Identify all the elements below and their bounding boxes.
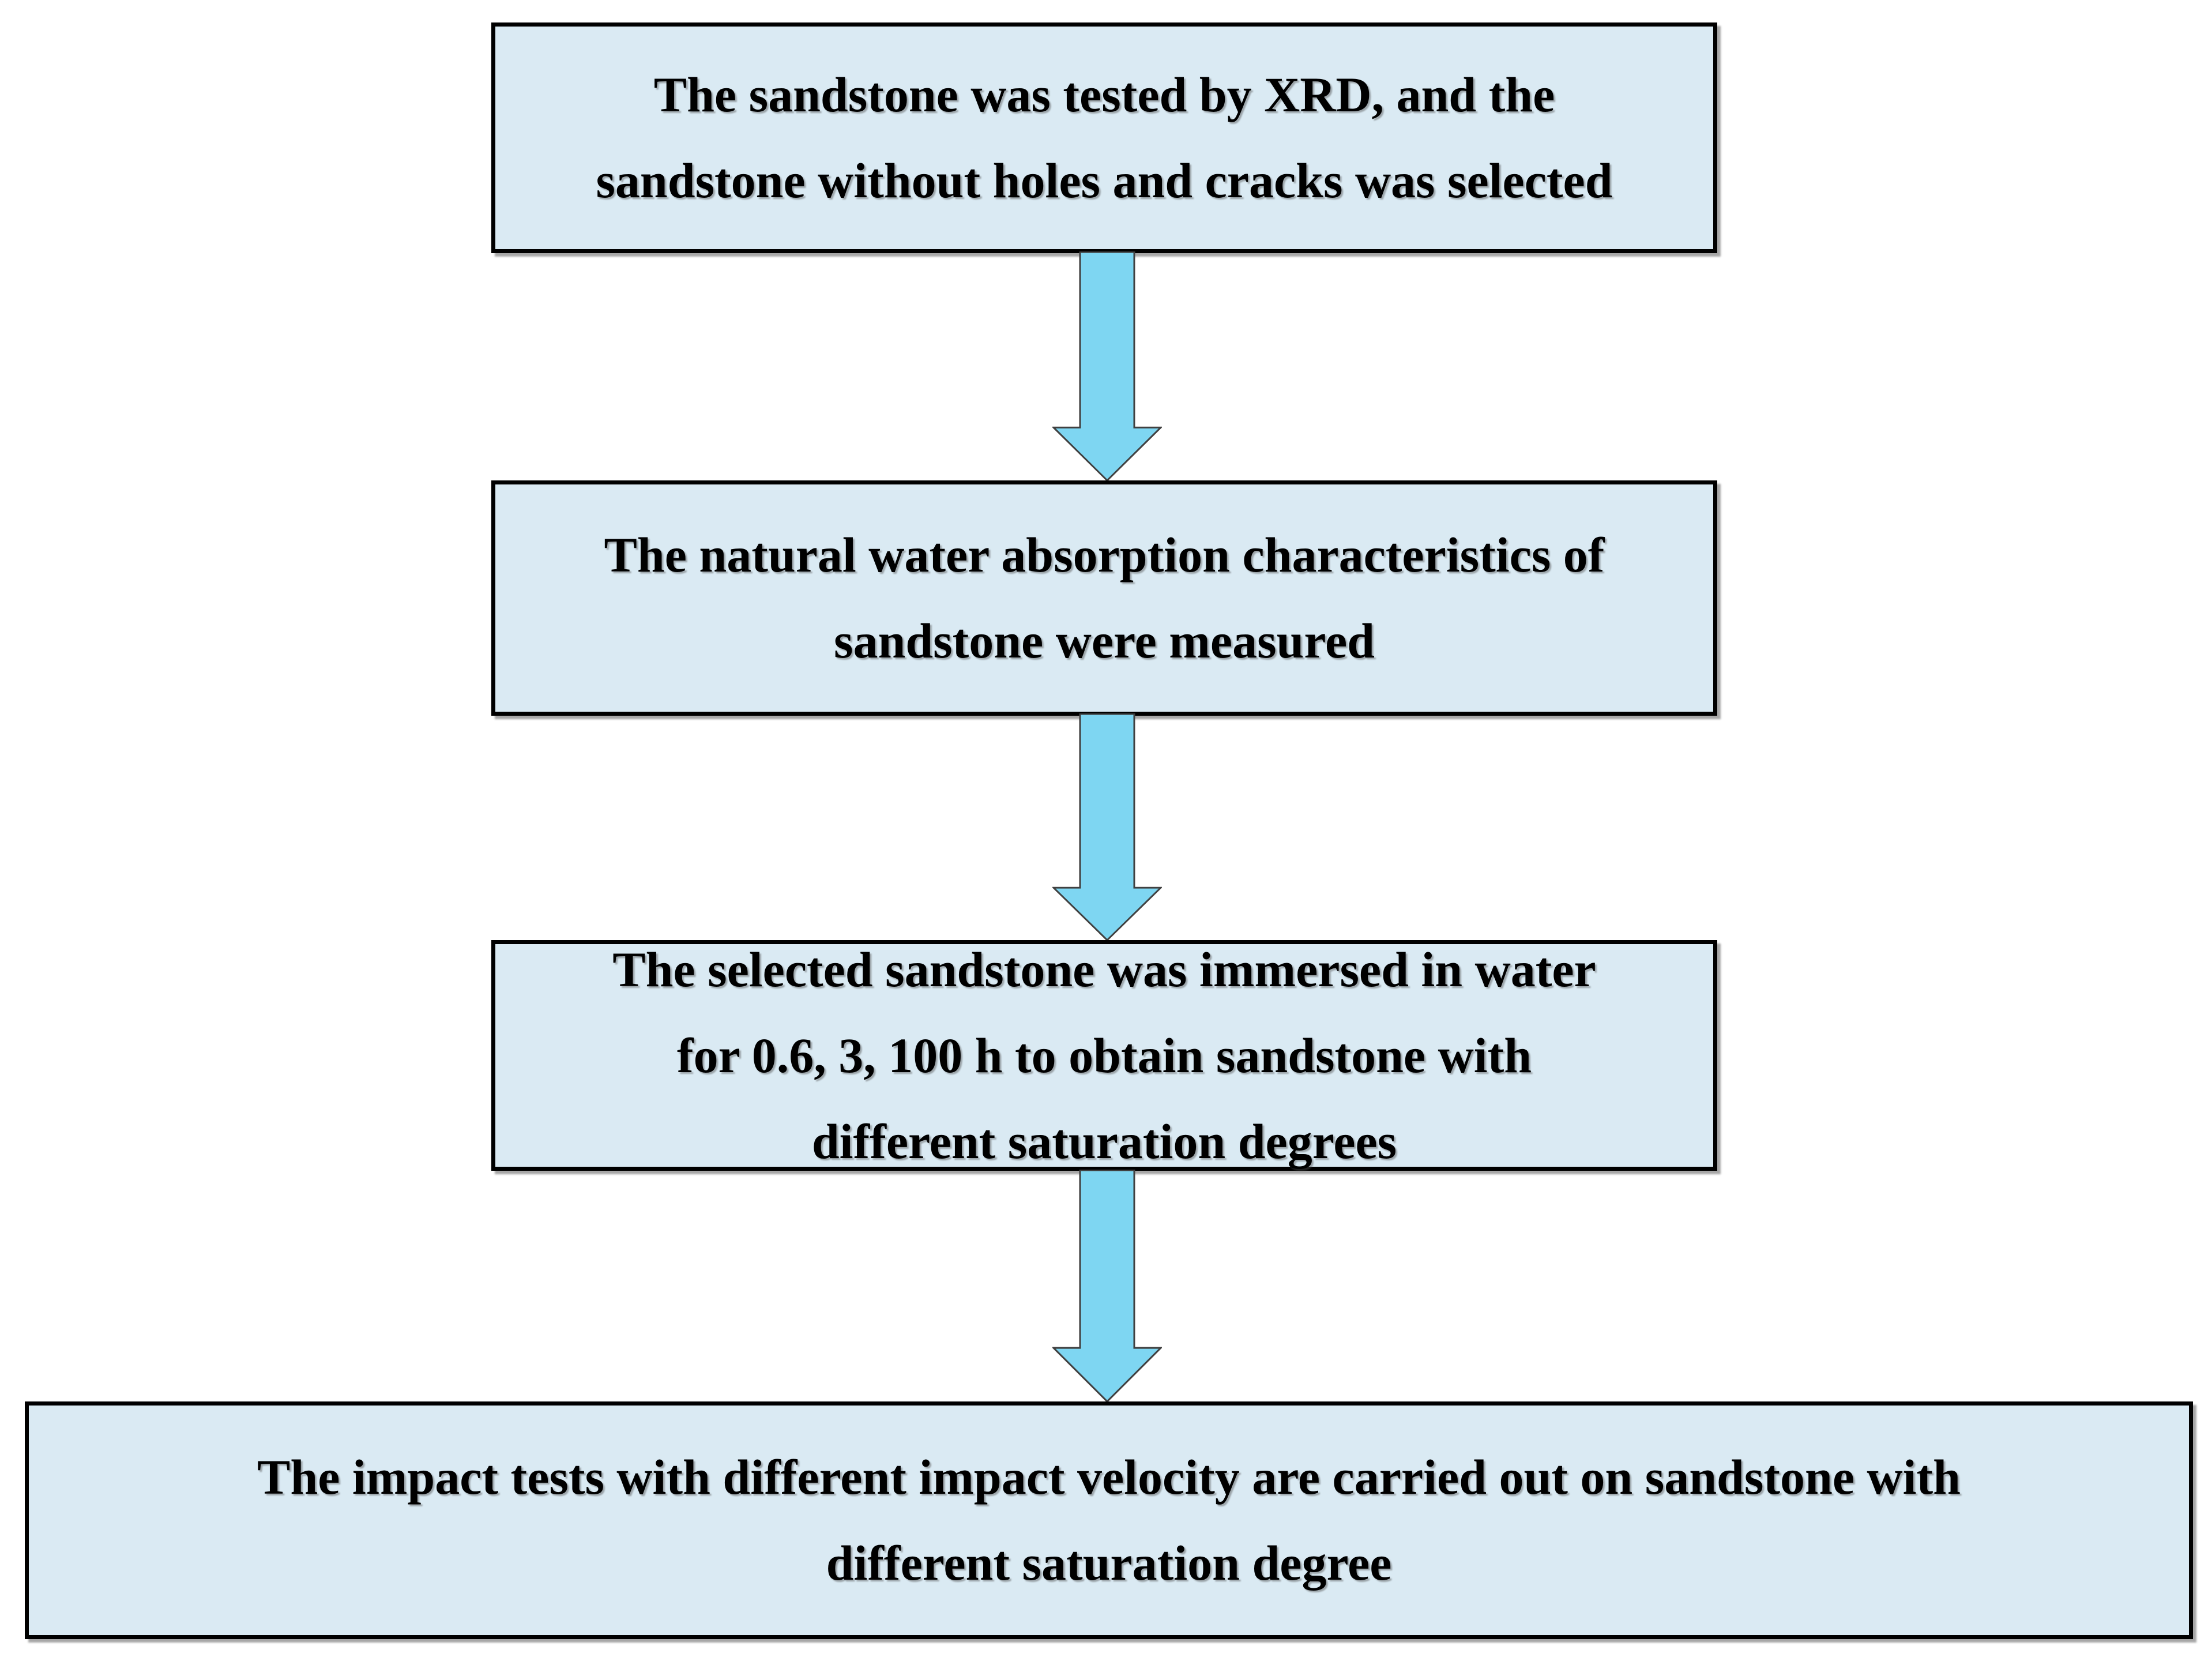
down-arrow-icon [1052,1170,1162,1403]
flow-step-1-box: The sandstone was tested by XRD, and the… [491,22,1717,253]
flow-step-3-box: The selected sandstone was immersed in w… [491,940,1717,1171]
flow-step-3-line-1: The selected sandstone was immersed in w… [612,941,1596,997]
down-arrow-connector-1 [1052,251,1162,482]
flow-step-3-line-3: different saturation degrees [811,1113,1397,1169]
flow-step-3-line-2: for 0.6, 3, 100 h to obtain sandstone wi… [676,1027,1532,1083]
down-arrow-shape [1052,251,1162,482]
down-arrow-icon [1052,251,1162,482]
flow-step-1-line-1: The sandstone was tested by XRD, and the [653,67,1555,122]
flow-step-2-line-2: sandstone were measured [833,613,1375,668]
flow-step-4-line-2: different saturation degree [826,1535,1392,1591]
down-arrow-icon [1052,713,1162,941]
flow-step-4-box: The impact tests with different impact v… [25,1401,2193,1639]
down-arrow-connector-3 [1052,1170,1162,1403]
down-arrow-shape [1052,1170,1162,1403]
down-arrow-shape [1052,713,1162,941]
flow-step-1-line-2: sandstone without holes and cracks was s… [596,153,1613,208]
flow-step-2-line-1: The natural water absorption characteris… [604,527,1605,583]
down-arrow-connector-2 [1052,713,1162,941]
flow-step-4-line-1: The impact tests with different impact v… [257,1449,1961,1505]
flow-step-2-box: The natural water absorption characteris… [491,480,1717,716]
